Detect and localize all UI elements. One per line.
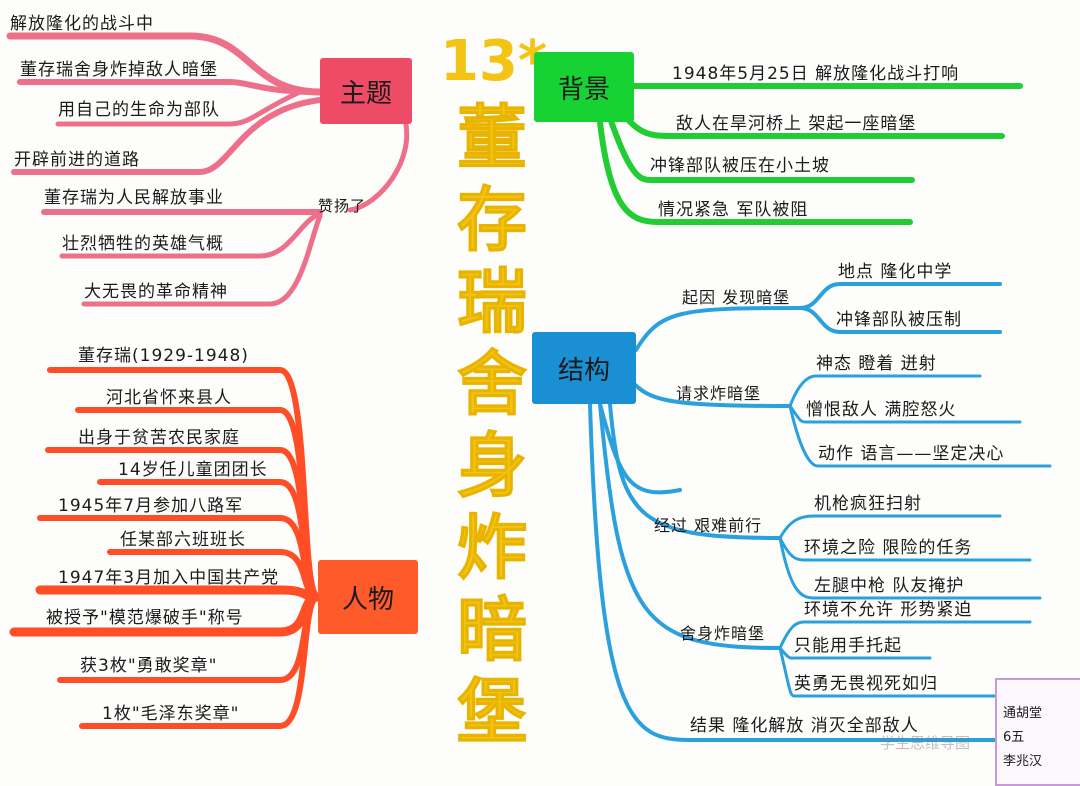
theme-topic-box: 主题 (320, 58, 412, 124)
title-char: 舍 (457, 343, 528, 425)
connector-line (628, 378, 792, 408)
structure-item: 机枪疯狂扫射 (814, 494, 922, 514)
theme-topic-label: 主题 (339, 78, 392, 109)
structure-item: 左腿中枪 队友掩护 (814, 576, 965, 596)
person-item: 获3枚"勇敢奖章" (80, 656, 218, 676)
connector-line (778, 536, 1042, 600)
connector-line (608, 402, 782, 540)
connector-line (79, 594, 321, 729)
connector-line (798, 306, 1002, 334)
structure-group-label: 经过 艰难前行 (654, 516, 763, 535)
stamp-line: 6五 (1003, 730, 1025, 745)
connector-line (597, 119, 913, 225)
person-item: 出身于贫苦农民家庭 (78, 428, 240, 448)
structure-group-label: 起因 发现暗堡 (682, 288, 791, 307)
person-item: 1945年7月参加八路军 (58, 496, 244, 516)
person-topic-box: 人物 (318, 560, 418, 634)
connector-line (788, 404, 1052, 468)
connector-line (81, 213, 323, 307)
background-item: 冲锋部队被压在小土坡 (650, 156, 830, 176)
person-item: 董存瑞(1929-1948) (78, 346, 249, 366)
background-item: 1948年5月25日 解放隆化战斗打响 (672, 64, 960, 84)
title-char: 暗 (457, 589, 528, 671)
connector-line (347, 117, 410, 213)
structure-item: 神态 瞪着 迸射 (816, 354, 937, 374)
structure-item: 动作 语言——坚定决心 (818, 444, 1005, 464)
structure-topic-label: 结构 (557, 355, 610, 386)
theme-item: 董存瑞舍身炸掉敌人暗堡 (20, 60, 218, 80)
person-item: 被授予"模范爆破手"称号 (46, 608, 244, 628)
connector-line (59, 211, 323, 259)
connector-line (598, 402, 682, 495)
person-connectors (9, 367, 323, 729)
connector-line (788, 404, 1022, 424)
title-char: 身 (457, 425, 528, 507)
connector-line (598, 402, 782, 650)
structure-group-label: 舍身炸暗堡 (680, 624, 766, 643)
person-item: 1947年3月加入中国共产党 (58, 568, 280, 588)
connector-line (11, 97, 323, 175)
background-item: 情况紧急 军队被阻 (658, 200, 809, 220)
connector-line (778, 536, 1032, 562)
background-topic-label: 背景 (557, 74, 610, 105)
theme-item: 开辟前进的道路 (14, 150, 140, 170)
title-char: 堡 (457, 671, 528, 753)
title-char: 董 (457, 97, 528, 179)
structure-item: 英勇无畏视死如归 (794, 674, 938, 694)
structure-item: 环境之险 限险的任务 (804, 538, 973, 558)
stamp-line: 李兆汉 (1003, 754, 1043, 769)
structure-item: 只能用手托起 (794, 636, 902, 656)
structure-item: 环境不允许 形势紧迫 (804, 600, 973, 620)
praise-item: 大无畏的革命精神 (84, 282, 228, 302)
connector-line (588, 402, 1012, 742)
connector-line (55, 89, 303, 127)
structure-item: 憎恨敌人 满腔怒火 (806, 400, 957, 420)
connector-line (778, 620, 1032, 650)
person-item: 河北省怀来县人 (106, 388, 232, 408)
stamp-line: 通胡堂 (1003, 706, 1043, 721)
praise-label: 赞扬了 (318, 197, 367, 215)
structure-connectors (588, 282, 1052, 742)
signature-stamp: 通胡堂 6五 李兆汉 (995, 678, 1080, 786)
praise-item: 董存瑞为人民解放事业 (44, 188, 224, 208)
title-char: 瑞 (457, 261, 528, 343)
structure-group-label: 结果 隆化解放 消灭全部敌人 (690, 716, 919, 736)
theme-item: 解放隆化的战斗中 (10, 14, 154, 34)
structure-item: 地点 隆化中学 (838, 262, 953, 282)
connector-line (35, 585, 323, 602)
theme-connectors (6, 32, 410, 307)
central-title: 董存瑞舍身炸暗堡 (432, 18, 552, 758)
praise-item: 壮烈牺牲的英雄气概 (62, 234, 224, 254)
connector-line (788, 374, 982, 408)
structure-topic-box: 结构 (532, 332, 636, 404)
background-topic-box: 背景 (534, 52, 634, 122)
background-item: 敌人在旱河桥上 架起一座暗堡 (676, 114, 917, 134)
theme-item: 用自己的生命为部队 (58, 100, 220, 120)
connector-line (607, 115, 915, 183)
structure-item: 冲锋部队被压制 (836, 310, 962, 330)
title-char: 存 (457, 179, 528, 261)
person-topic-label: 人物 (341, 584, 394, 615)
connector-line (778, 646, 932, 660)
connector-line (634, 282, 1002, 352)
connector-line (778, 646, 1002, 698)
person-item: 1枚"毛泽东奖章" (102, 704, 240, 724)
person-item: 14岁任儿童团团长 (118, 460, 268, 480)
person-item: 任某部六班班长 (120, 530, 246, 550)
structure-group-label: 请求炸暗堡 (676, 384, 762, 403)
watermark: 学生思维导图 (880, 734, 971, 752)
connector-line (778, 514, 1002, 540)
title-char: 炸 (457, 507, 528, 589)
